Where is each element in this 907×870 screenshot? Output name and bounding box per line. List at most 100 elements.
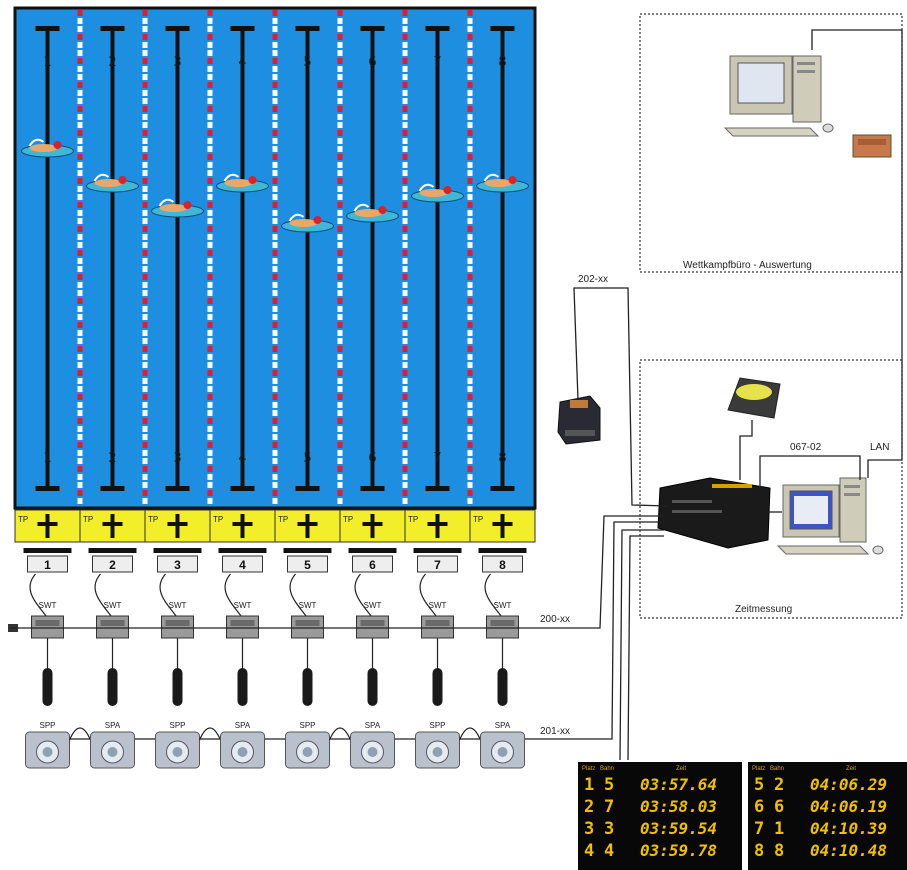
lane-rope-segment bbox=[272, 258, 278, 264]
lane-rope-segment bbox=[337, 362, 343, 368]
lane-rope-segment bbox=[402, 186, 408, 192]
lane-rope-segment bbox=[207, 122, 213, 128]
lane-rope-segment bbox=[77, 498, 83, 504]
lane-rope-segment bbox=[77, 298, 83, 304]
lane-rope-segment bbox=[337, 290, 343, 296]
touchpad-cross-v bbox=[370, 514, 375, 538]
lane-line-bottom-cap bbox=[295, 486, 320, 491]
lane-rope-segment bbox=[467, 74, 473, 80]
lane-rope-segment bbox=[272, 330, 278, 336]
starting-plate: 4 bbox=[218, 548, 267, 573]
lane-rope-segment bbox=[272, 410, 278, 416]
lane-rope-segment bbox=[77, 162, 83, 168]
lane-rope-segment bbox=[337, 490, 343, 496]
lane-rope-segment bbox=[467, 42, 473, 48]
lane-rope-segment bbox=[207, 386, 213, 392]
lane-rope-segment bbox=[337, 474, 343, 480]
lane-rope-segment bbox=[467, 322, 473, 328]
lane-rope-segment bbox=[207, 106, 213, 112]
lane-rope-segment bbox=[402, 234, 408, 240]
scoreboard-place: 6 bbox=[754, 797, 764, 817]
lane-rope-segment bbox=[467, 370, 473, 376]
lane-rope-segment bbox=[142, 226, 148, 232]
lane-rope-segment bbox=[272, 290, 278, 296]
lane-rope-segment bbox=[467, 234, 473, 240]
lane-rope-segment bbox=[77, 362, 83, 368]
lane-rope-segment bbox=[77, 218, 83, 224]
lane-rope-segment bbox=[207, 298, 213, 304]
lane-rope-segment bbox=[402, 482, 408, 488]
lane-rope-segment bbox=[402, 10, 408, 16]
lane-rope-segment bbox=[142, 154, 148, 160]
spp-label: SPA bbox=[365, 721, 381, 730]
lane-rope-segment bbox=[207, 130, 213, 136]
lane-rope-segment bbox=[207, 450, 213, 456]
lane-rope-segment bbox=[402, 130, 408, 136]
lane-rope-segment bbox=[77, 482, 83, 488]
lane-rope-segment bbox=[207, 210, 213, 216]
lane-rope-segment bbox=[207, 346, 213, 352]
lane-rope-segment bbox=[337, 330, 343, 336]
lane-rope-segment bbox=[77, 130, 83, 136]
svg-text:6: 6 bbox=[369, 558, 376, 572]
lane-rope-segment bbox=[77, 466, 83, 472]
lane-rope-segment bbox=[272, 130, 278, 136]
lane-rope-segment bbox=[142, 234, 148, 240]
lane-rope-segment bbox=[467, 474, 473, 480]
lane-rope-segment bbox=[337, 298, 343, 304]
lane-rope-segment bbox=[207, 242, 213, 248]
lane-rope-segment bbox=[207, 370, 213, 376]
lane-rope-segment bbox=[402, 386, 408, 392]
lane-rope-segment bbox=[77, 186, 83, 192]
lane-rope-segment bbox=[207, 258, 213, 264]
lane-rope-segment bbox=[272, 434, 278, 440]
lane-rope-segment bbox=[402, 290, 408, 296]
lane-rope-segment bbox=[467, 338, 473, 344]
lane-rope-segment bbox=[77, 346, 83, 352]
spp-unit: SPA bbox=[480, 721, 525, 769]
lane-rope-segment bbox=[467, 146, 473, 152]
lane-rope-segment bbox=[467, 226, 473, 232]
lane-rope-segment bbox=[337, 74, 343, 80]
svg-text:4: 4 bbox=[239, 558, 246, 572]
lane-number-top: 7 bbox=[433, 55, 441, 70]
lane-rope-segment bbox=[77, 82, 83, 88]
lane-rope-segment bbox=[142, 210, 148, 216]
lane-rope-segment bbox=[272, 490, 278, 496]
touchpad-cross-v bbox=[175, 514, 180, 538]
lane-rope-segment bbox=[77, 58, 83, 64]
lane-rope-segment bbox=[207, 314, 213, 320]
lane-rope-segment bbox=[337, 274, 343, 280]
lane-rope-segment bbox=[207, 458, 213, 464]
lane-rope-segment bbox=[272, 442, 278, 448]
lane-number-bottom: 7 bbox=[433, 451, 441, 466]
lane-rope-segment bbox=[142, 346, 148, 352]
lane-rope-segment bbox=[142, 482, 148, 488]
spp-label: SPP bbox=[299, 721, 315, 730]
lane-rope-segment bbox=[272, 42, 278, 48]
lane-rope-segment bbox=[272, 386, 278, 392]
lane-rope-segment bbox=[77, 234, 83, 240]
lane-rope-segment bbox=[142, 178, 148, 184]
lane-rope-segment bbox=[467, 82, 473, 88]
lane-rope-segment bbox=[467, 418, 473, 424]
cable-label-067: 067-02 bbox=[790, 442, 822, 453]
lane-rope-segment bbox=[402, 50, 408, 56]
lane-rope-segment bbox=[467, 490, 473, 496]
scoreboard-lane: 7 bbox=[604, 797, 614, 817]
lane-rope-segment bbox=[77, 354, 83, 360]
swt-unit: SWT bbox=[484, 573, 519, 706]
scoreboard-place: 1 bbox=[584, 775, 594, 795]
lane-rope-segment bbox=[467, 58, 473, 64]
lane-rope-segment bbox=[337, 50, 343, 56]
lane-rope-segment bbox=[467, 298, 473, 304]
lane-rope-segment bbox=[467, 386, 473, 392]
scoreboard-place: 8 bbox=[754, 841, 764, 861]
lane-rope-segment bbox=[337, 322, 343, 328]
scoreboard-lane: 3 bbox=[604, 819, 614, 839]
lane-rope-segment bbox=[77, 170, 83, 176]
lane-rope-segment bbox=[272, 418, 278, 424]
spp-unit: SPA bbox=[90, 721, 135, 769]
svg-text:1: 1 bbox=[44, 558, 51, 572]
swt-unit: SWT bbox=[159, 573, 194, 706]
